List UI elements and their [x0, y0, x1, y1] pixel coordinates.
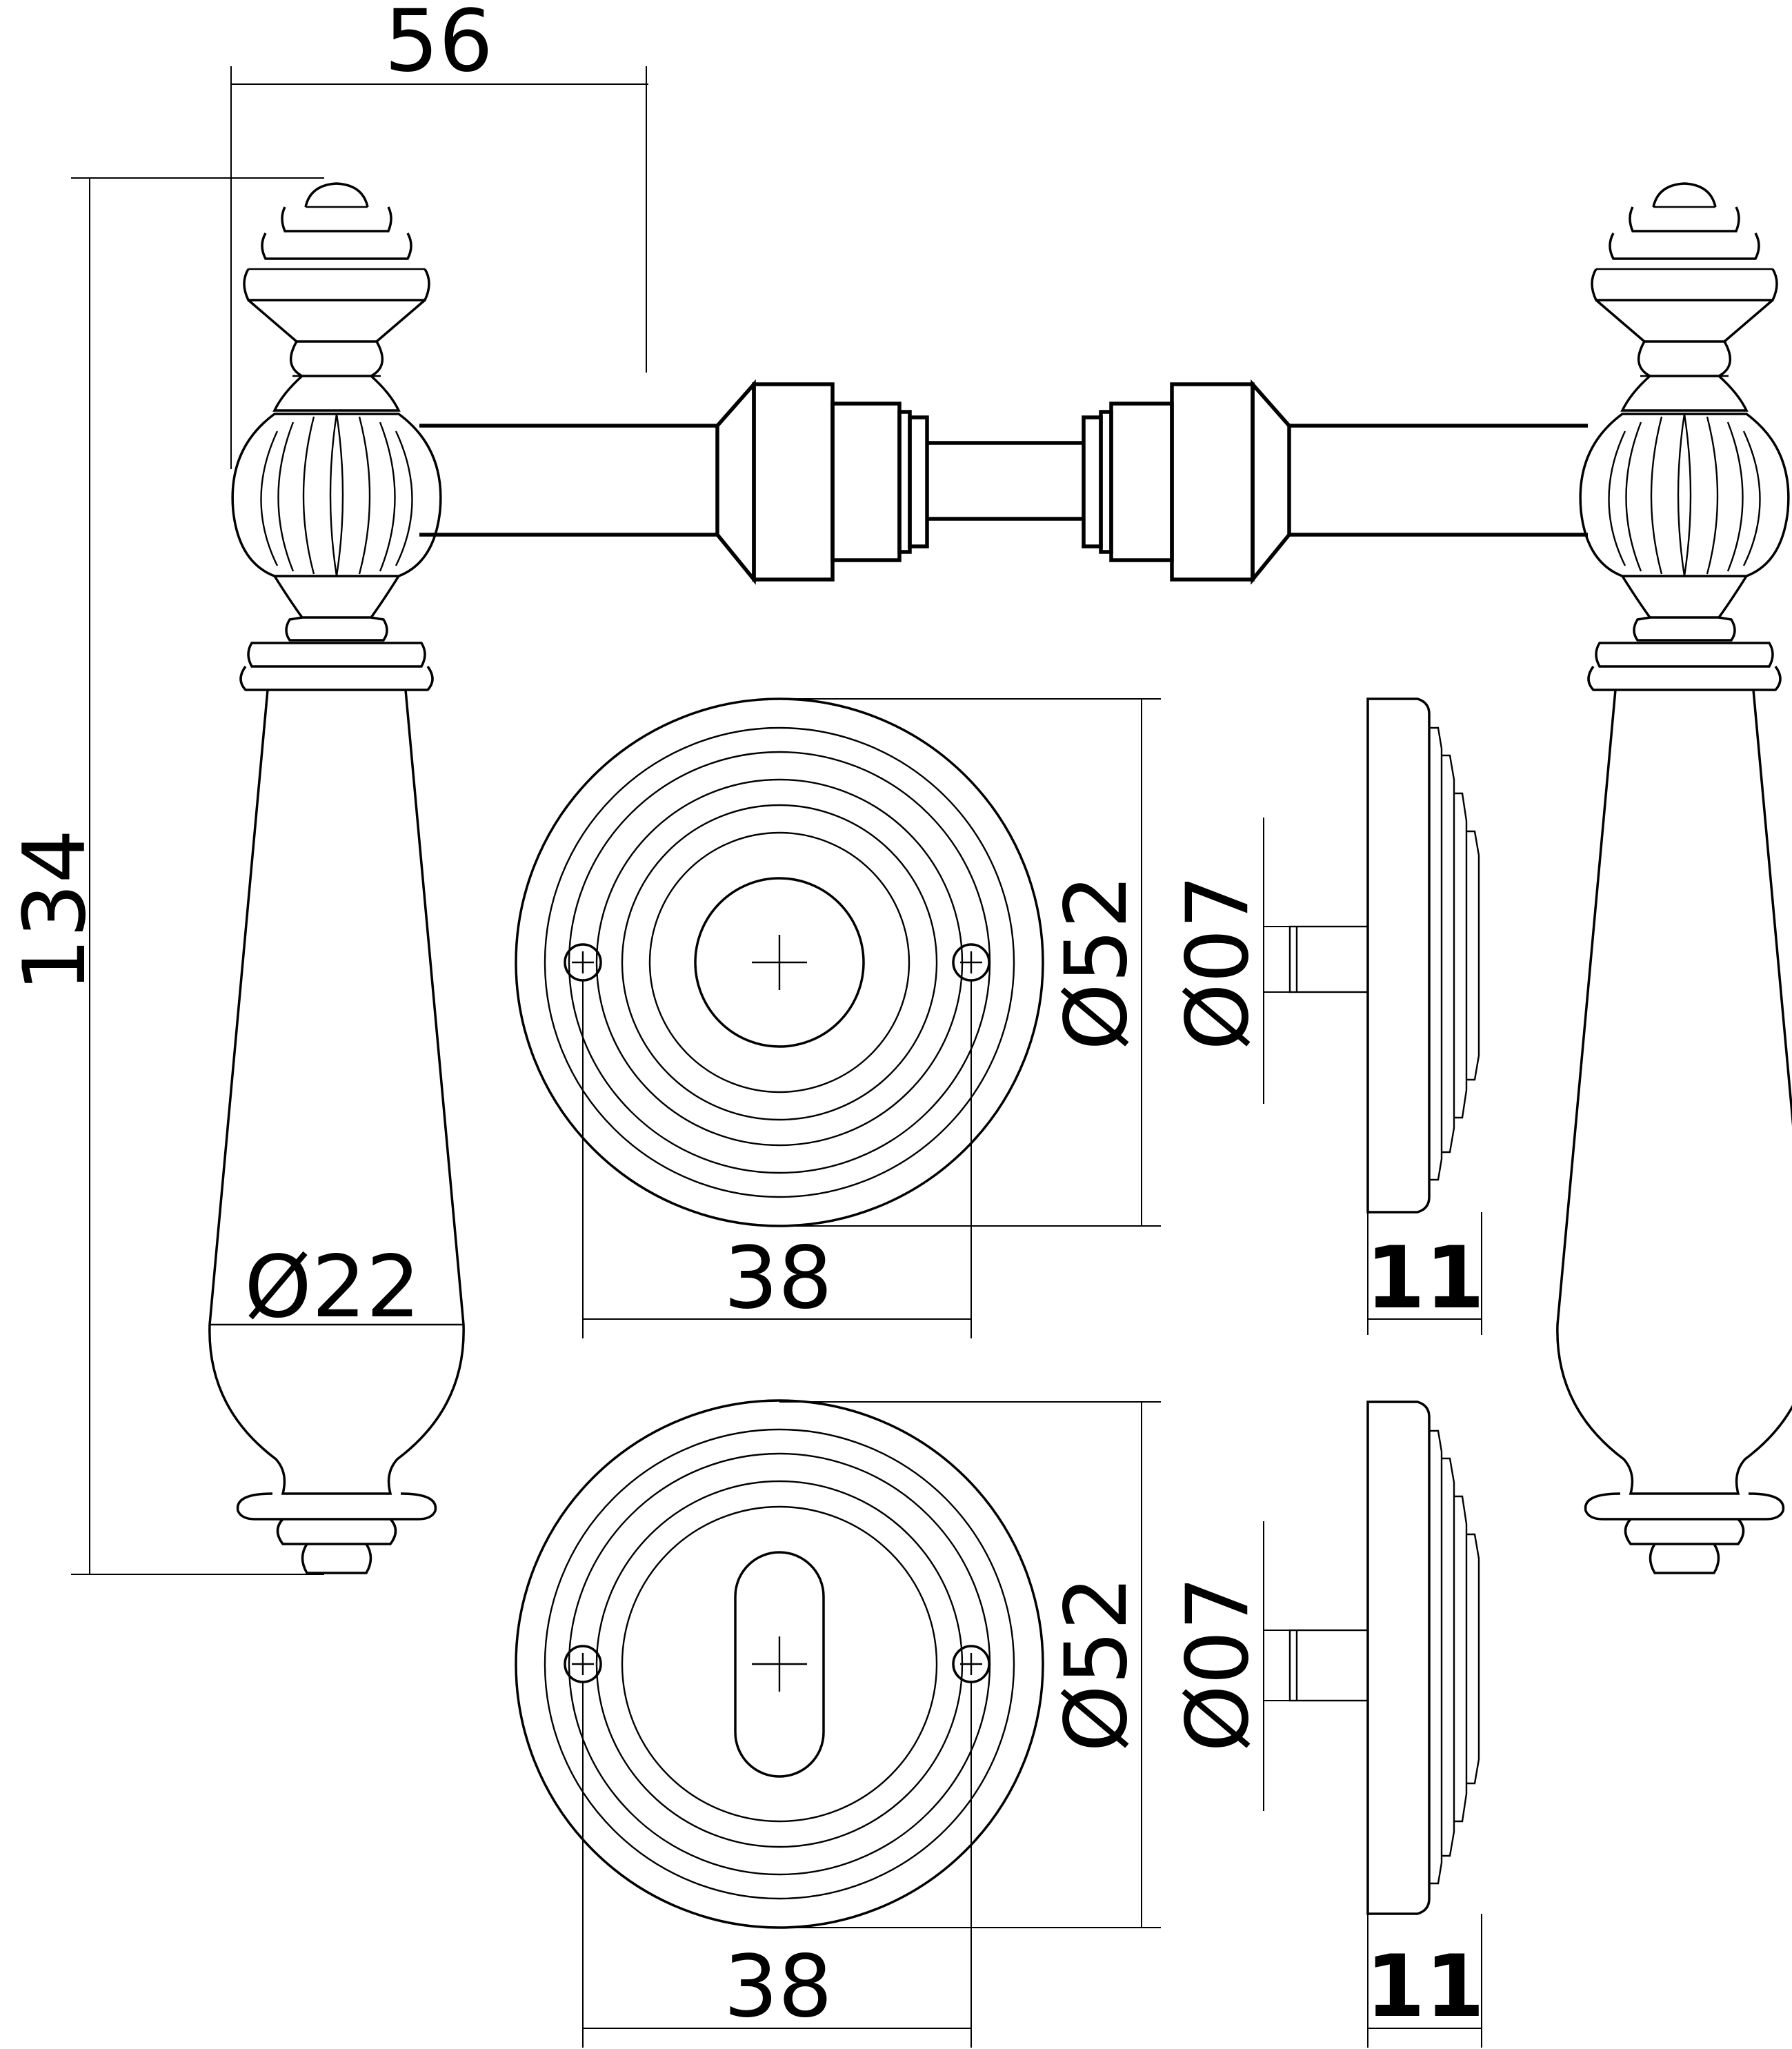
left-lever-handle: Ø22: [208, 182, 465, 1574]
dimension-07-top-label: Ø07: [1168, 874, 1268, 1050]
right-screw-icon: [952, 1645, 990, 1683]
spindle-center-mark: [752, 935, 807, 990]
dimension-11-top-label: 11: [1366, 1229, 1485, 1328]
dimension-07-bottom-label: Ø07: [1168, 1576, 1268, 1752]
escutcheon-rose-front-view: 38 Ø52: [515, 1399, 1161, 2048]
dimension-overall-height: 134: [6, 177, 324, 1575]
keyhole-slot-icon: [734, 1551, 825, 1778]
right-screw-icon: [952, 943, 990, 982]
spindle-assembly: [419, 379, 1588, 585]
dimension-134-label: 134: [6, 829, 105, 993]
dimension-56-label: 56: [384, 0, 493, 91]
dimension-38-bottom-label: 38: [724, 1937, 833, 2037]
dimension-11-bottom-label: 11: [1366, 1937, 1485, 2037]
right-lever-handle: [1556, 182, 1792, 1574]
lever-rose-side-view: Ø07 11: [1168, 697, 1485, 1335]
dimension-handle-projection: 56: [230, 0, 648, 469]
dimension-52-bottom-label: Ø52: [1047, 1576, 1146, 1752]
left-screw-icon: [564, 1645, 602, 1683]
lever-rose-front-view: 38 Ø52: [515, 697, 1161, 1338]
escutcheon-rose-side-view: Ø07 11: [1168, 1400, 1485, 2048]
dimension-22-label: Ø22: [244, 1238, 420, 1337]
dimension-38-top-label: 38: [724, 1229, 833, 1328]
left-screw-icon: [564, 943, 602, 982]
dimension-52-top-label: Ø52: [1047, 874, 1146, 1050]
